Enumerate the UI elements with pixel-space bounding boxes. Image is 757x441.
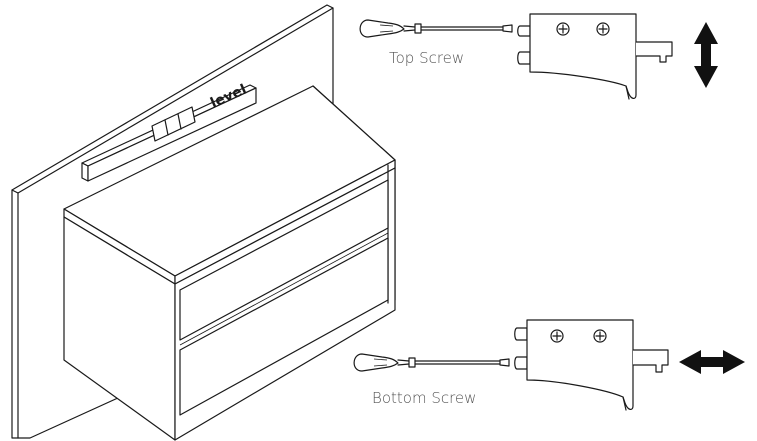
top-bracket-screw-1	[556, 22, 570, 36]
bottom-left-screw-upper	[514, 327, 528, 341]
top-bracket	[517, 13, 673, 100]
cabinet	[63, 85, 396, 441]
vertical-double-arrow-icon	[694, 22, 718, 88]
bottom-bracket	[514, 319, 669, 411]
bottom-bracket-screw-2	[593, 329, 607, 343]
bottom-screwdriver	[353, 353, 510, 372]
bottom-left-screw-lower	[514, 356, 528, 370]
top-screwdriver	[359, 19, 513, 38]
level-tool: level	[81, 82, 257, 182]
top-bracket-screw-2	[596, 22, 610, 36]
top-left-screw-upper	[517, 25, 531, 37]
bottom-bracket-screw-1	[550, 329, 564, 343]
bottom-screw-label: Bottom Screw	[372, 389, 476, 407]
top-screw-label: Top Screw	[389, 49, 464, 67]
horizontal-double-arrow-icon	[679, 350, 745, 374]
top-left-screw-lower	[517, 51, 531, 65]
